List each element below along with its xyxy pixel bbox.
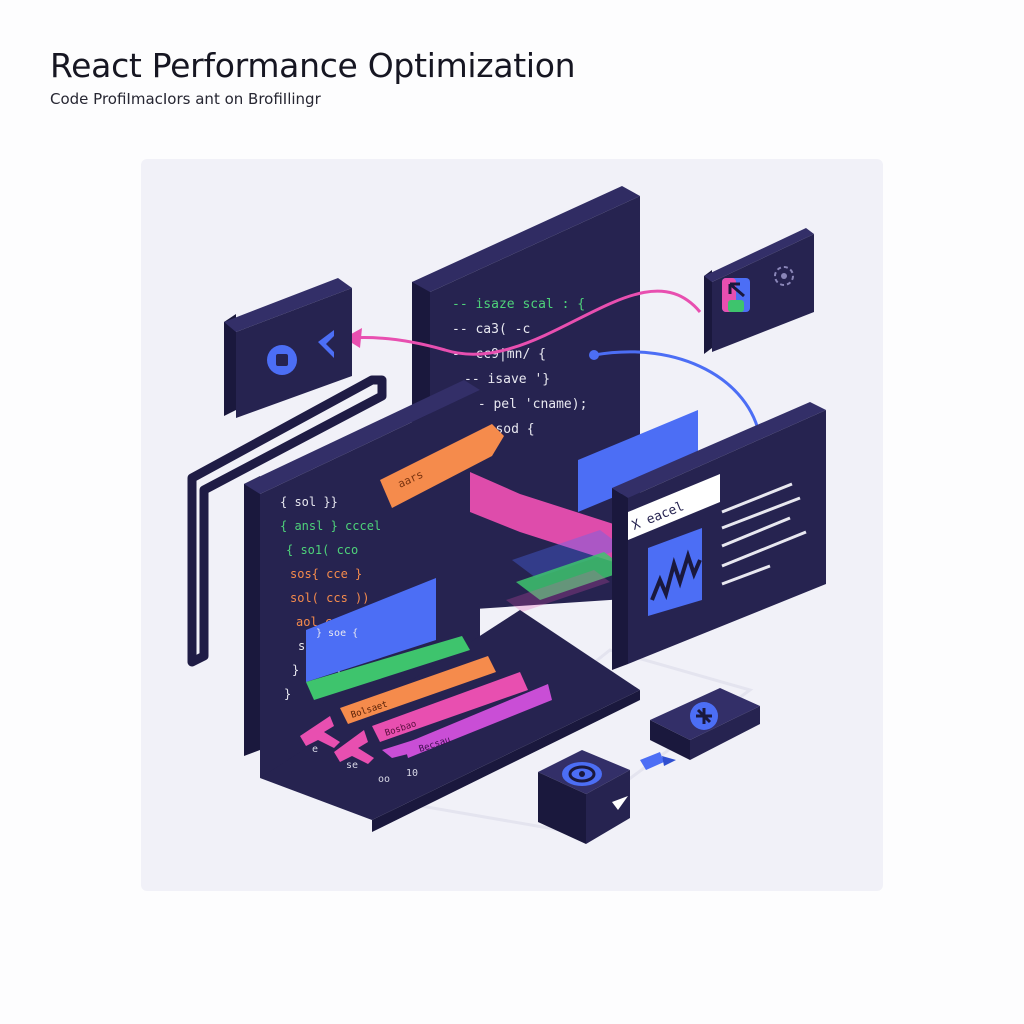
flame-bar-orange: [340, 656, 496, 724]
orange-tag: aars: [380, 424, 504, 508]
pink-connector: [349, 289, 702, 356]
page-title: React Performance Optimization: [50, 46, 576, 85]
pointer-arrows: [300, 716, 420, 764]
back-arrow-icon: [318, 330, 334, 358]
target-box: [538, 750, 630, 844]
bookmark-box: [650, 688, 760, 760]
code-line: -- ca3( -c: [452, 322, 530, 337]
flame-bar-blue: [306, 578, 436, 682]
play-icon-inner: [276, 354, 288, 366]
profiler-text-lines: [721, 482, 807, 586]
deck-glyph: se: [346, 760, 358, 771]
code-line: { sol }}: [280, 495, 338, 509]
deck-glyph: 10: [406, 768, 418, 779]
back-monitor-code: -- isaze scal : { -- ca3( -c -- cc9|mn/ …: [452, 297, 587, 437]
pink-ribbon: [470, 472, 626, 566]
laptop-deck-edge: [372, 690, 640, 832]
bookmark-icon: [690, 702, 718, 730]
code-line: sol( ccs )): [290, 591, 369, 605]
code-line: -- pel 'cname);: [470, 397, 587, 412]
code-line: -- isave '}: [464, 372, 550, 387]
flame-bar-pink: [372, 672, 528, 742]
profiler-search-bar: [628, 474, 720, 540]
window-outline-frame: [187, 375, 387, 667]
settings-app-icon: [722, 278, 750, 312]
pink-arrowhead: [344, 328, 362, 348]
flame-bar-code: } soe {: [316, 628, 358, 639]
chart-icon: [648, 528, 702, 616]
deck-glyphs: e se oo 10: [312, 744, 418, 785]
code-line: sos{ cce }: [290, 567, 362, 581]
page-subtitle: Code ProfiImacIors ant on BrofiIlingr: [50, 90, 321, 108]
top-right-icon-box: [704, 228, 814, 354]
cursor-icon: [640, 752, 676, 770]
flame-bar-magenta: [404, 684, 552, 758]
flame-bars: } soe { Bolsaet Bosbao Becsau: [306, 578, 552, 758]
code-line: -- cc9|mn/ {: [452, 347, 546, 362]
gear-icon: [774, 266, 794, 286]
code-line: }: [284, 687, 291, 701]
deck-glyph: e: [312, 744, 318, 755]
connector-dot: [589, 350, 599, 360]
target-icon: [562, 762, 602, 786]
left-icon-box: [224, 278, 352, 418]
blue-connector: [593, 350, 762, 439]
code-line: { ansl } cccel: [280, 519, 381, 533]
code-line: { so1( cco: [286, 543, 358, 557]
flame-bar-green: [306, 636, 470, 700]
blue-highlight-block: [578, 410, 698, 512]
profiler-window: X eacel: [612, 402, 826, 670]
deck-glyph: oo: [378, 774, 390, 785]
code-line: -- isaze scal : {: [452, 297, 585, 312]
translucent-layers: [506, 530, 628, 612]
